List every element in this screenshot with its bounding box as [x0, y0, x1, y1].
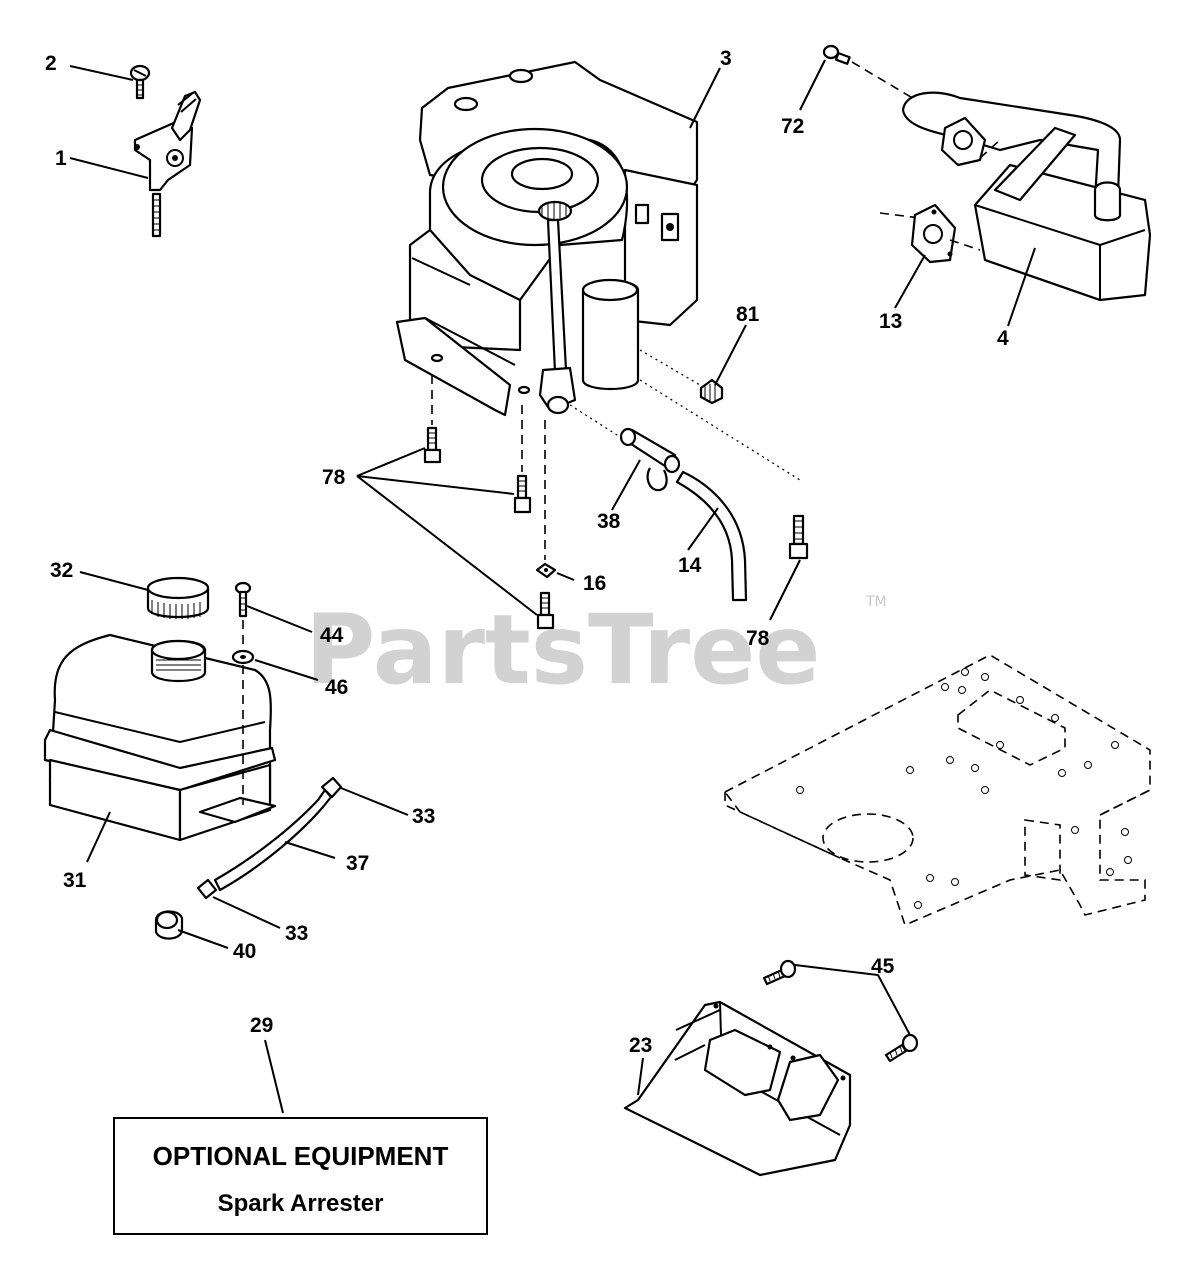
optional-equipment-title: OPTIONAL EQUIPMENT: [152, 1141, 449, 1171]
screw-part-2: [129, 64, 151, 100]
callout-14: 14: [678, 554, 702, 577]
callout-23: 23: [629, 1034, 652, 1057]
callout-13: 13: [879, 310, 902, 333]
spark-arrester-label: Spark Arrester: [217, 1190, 384, 1217]
fuel-tank-part-31: [43, 633, 277, 842]
callout-81: 81: [736, 303, 760, 326]
washer-part-46: [231, 649, 255, 665]
watermark-trademark: TM: [865, 594, 887, 610]
callout-29: 29: [250, 1014, 273, 1037]
callout-44: 44: [320, 624, 344, 647]
throttle-control-bracket: [133, 90, 202, 238]
optional-equipment-box: OPTIONAL EQUIPMENT Spark Arrester: [113, 1117, 488, 1235]
watermark-text: PartsTree: [305, 594, 820, 706]
callout-1: 1: [55, 147, 67, 170]
hose-clamp-part-33-lower: [196, 878, 218, 900]
heat-shield-part-23: [623, 1000, 852, 1177]
callout-78-left: 78: [322, 466, 346, 489]
fuel-filter-part-38: [569, 404, 681, 492]
fuel-cap-part-32: [146, 576, 210, 619]
engine-mount-bolts-part-78: [423, 375, 809, 630]
callout-72: 72: [781, 115, 804, 138]
muffler: [901, 91, 1152, 302]
callout-78-right: 78: [746, 627, 770, 650]
callout-33-upper: 33: [412, 805, 435, 828]
hose-clamp-part-33-upper: [320, 776, 343, 799]
callout-38: 38: [597, 510, 621, 533]
fuel-line-part-14: [675, 470, 748, 602]
exhaust-gasket-part-13: [879, 203, 981, 264]
washer-part-16: [535, 562, 557, 579]
callout-2: 2: [45, 52, 57, 75]
nut-part-81: [639, 349, 801, 481]
callout-31: 31: [63, 869, 87, 892]
callout-numbers: 2 1 3 72 4 13 81 78 38 14 16 78 32 44 46…: [45, 47, 1009, 1057]
chassis-frame: [723, 654, 1151, 927]
callout-4: 4: [997, 327, 1009, 350]
bushing-part-40: [154, 910, 184, 940]
callout-16: 16: [583, 572, 606, 595]
callout-40: 40: [233, 940, 256, 963]
leader-lines: [69, 59, 1036, 1114]
callout-32: 32: [50, 559, 73, 582]
callout-37: 37: [346, 852, 369, 875]
callout-33-lower: 33: [285, 922, 308, 945]
callout-46: 46: [325, 676, 348, 699]
engine: [395, 60, 699, 417]
screws-part-45: [762, 959, 919, 1063]
callout-3: 3: [720, 47, 732, 70]
callout-45: 45: [871, 955, 895, 978]
